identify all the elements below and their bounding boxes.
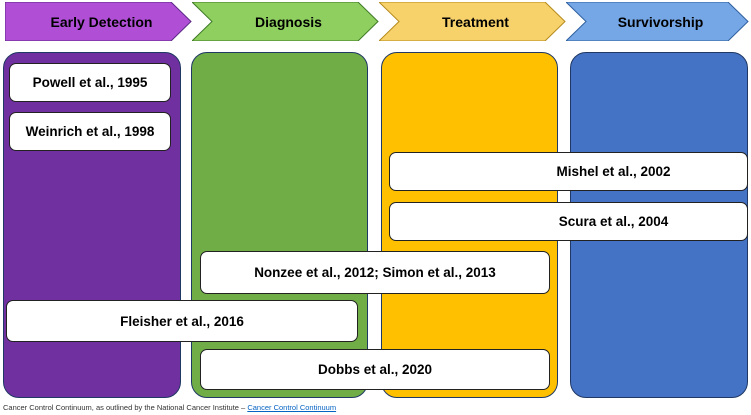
study-box-nonzee-simon: Nonzee et al., 2012; Simon et al., 2013	[200, 251, 550, 294]
chevron-arrow-shape	[192, 2, 379, 41]
study-box-weinrich: Weinrich et al., 1998	[9, 112, 171, 151]
column-diagnosis	[191, 52, 368, 398]
stage-label: Early Detection	[50, 13, 153, 30]
stage-label: Treatment	[442, 13, 509, 30]
study-box-dobbs: Dobbs et al., 2020	[200, 349, 550, 390]
chevron-arrow-shape	[5, 2, 192, 41]
column-early-detection	[3, 52, 181, 398]
stage-label: Diagnosis	[255, 13, 322, 30]
stage-label: Survivorship	[617, 13, 704, 30]
stage-header-diagnosis: Diagnosis	[192, 2, 379, 41]
chevron-arrow-shape	[566, 2, 749, 41]
study-box-mishel: Mishel et al., 2002	[389, 152, 748, 191]
chevron-arrow-shape	[379, 2, 566, 41]
stage-header-early-detection: Early Detection	[5, 2, 192, 41]
study-box-powell: Powell et al., 1995	[9, 63, 171, 102]
footer-text: Cancer Control Continuum, as outlined by…	[3, 403, 248, 412]
study-box-scura: Scura et al., 2004	[389, 202, 748, 241]
stage-header-treatment: Treatment	[379, 2, 566, 41]
stage-header-survivorship: Survivorship	[566, 2, 749, 41]
footer-caption: Cancer Control Continuum, as outlined by…	[3, 403, 336, 412]
footer-link[interactable]: Cancer Control Continuum	[247, 403, 337, 412]
study-box-fleisher: Fleisher et al., 2016	[6, 300, 358, 342]
